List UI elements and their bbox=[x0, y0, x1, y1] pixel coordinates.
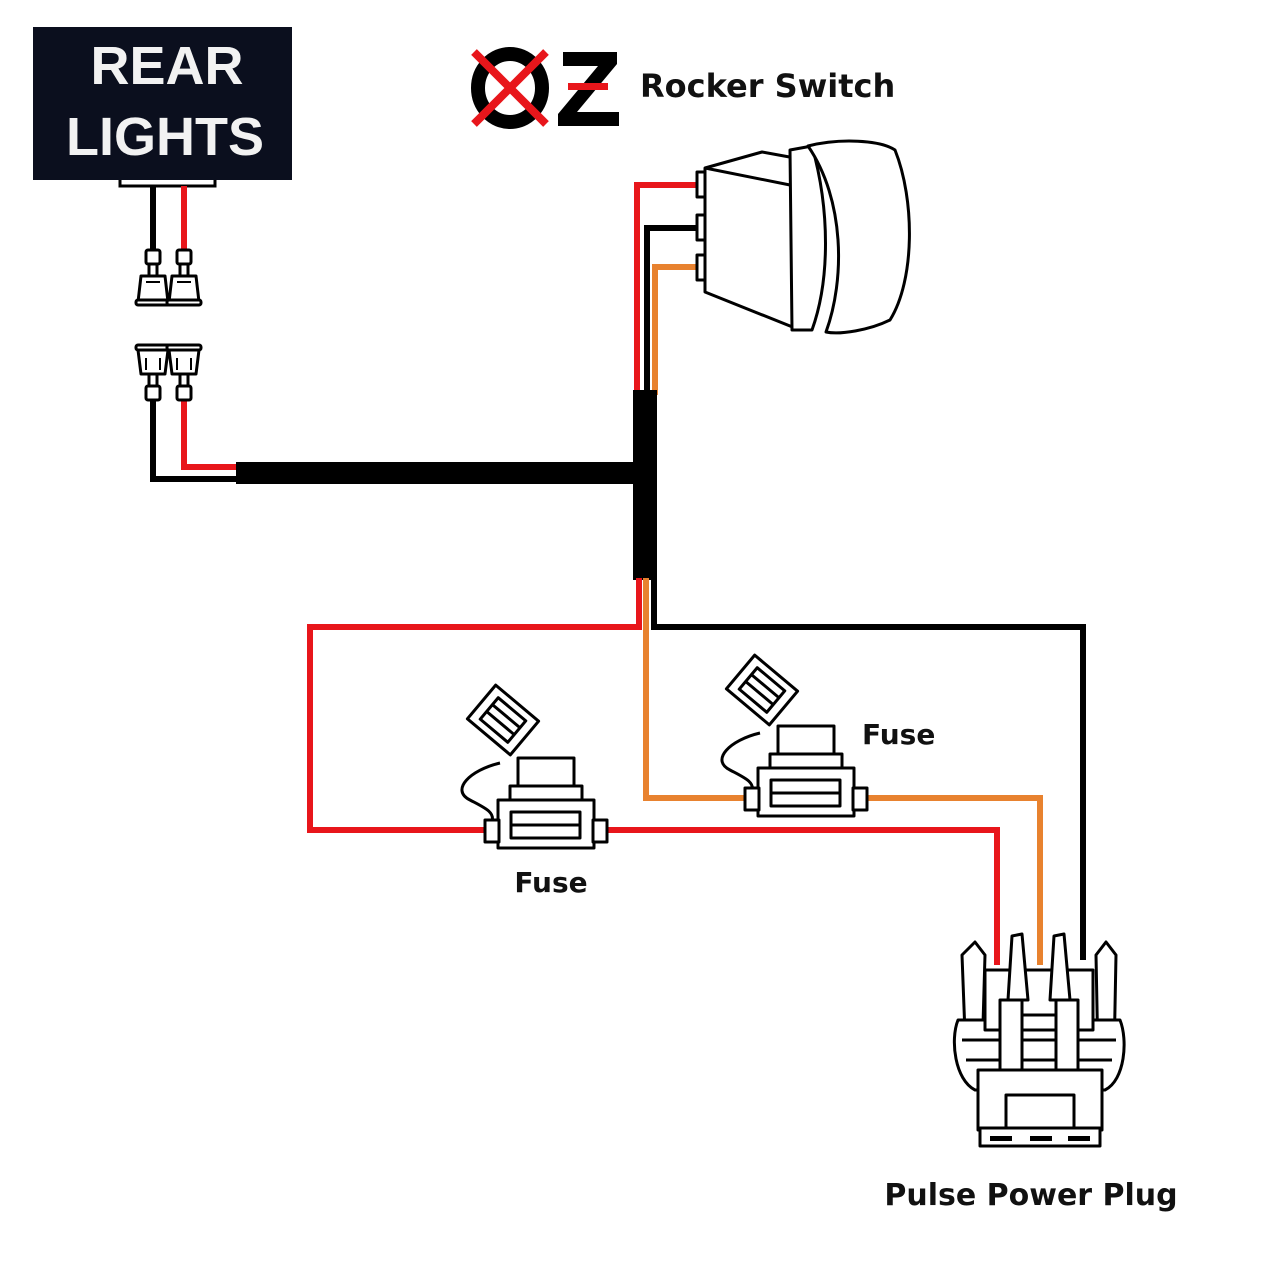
brand-logo bbox=[471, 47, 619, 129]
connector-pair-female bbox=[134, 343, 203, 402]
wire-red-lights bbox=[181, 400, 240, 470]
logo-o-icon bbox=[471, 47, 549, 129]
fuse-cap-left bbox=[465, 683, 541, 757]
fuse-tether-right bbox=[720, 731, 761, 793]
wire-orange-to-plug bbox=[862, 795, 1043, 965]
logo-z-bar bbox=[568, 83, 608, 90]
badge-line-2: LIGHTS bbox=[66, 107, 264, 167]
plug-terminal-2 bbox=[1048, 932, 1072, 1002]
wire-red-switch bbox=[634, 182, 697, 395]
wire-red-to-plug bbox=[605, 827, 1000, 965]
wire-red-to-fuse bbox=[307, 578, 642, 833]
connector-male-red bbox=[165, 248, 203, 307]
plug-label: Pulse Power Plug bbox=[884, 1178, 1177, 1213]
wire-orange-switch bbox=[652, 264, 697, 395]
wire-orange-to-fuse bbox=[643, 578, 748, 801]
badge-line-1: REAR bbox=[90, 36, 243, 96]
fuse-top-right bbox=[776, 724, 836, 756]
connector-pair-male bbox=[134, 248, 203, 307]
fuse-top-left bbox=[516, 756, 576, 788]
rear-lights-badge: REAR LIGHTS bbox=[33, 27, 292, 188]
switch-bezel bbox=[788, 144, 827, 332]
harness-loom-horizontal bbox=[236, 462, 646, 484]
fuse-tether-left bbox=[460, 761, 501, 823]
connector-female-black bbox=[134, 343, 172, 402]
fuse-right-label: Fuse bbox=[862, 718, 935, 751]
badge-background bbox=[33, 27, 292, 180]
switch-rocker bbox=[806, 139, 911, 335]
wire-black-lights bbox=[150, 400, 240, 482]
harness-loom-vertical bbox=[633, 390, 657, 580]
connector-male-black bbox=[134, 248, 172, 307]
diagram-title: Rocker Switch bbox=[640, 67, 895, 105]
fuse-cap-right bbox=[724, 653, 800, 727]
badge-mount-clip bbox=[118, 180, 217, 188]
rocker-switch bbox=[695, 139, 911, 335]
fuse-holder-left bbox=[460, 683, 609, 850]
wires bbox=[150, 182, 1086, 965]
plug-terminal-1 bbox=[1006, 932, 1030, 1002]
logo-x-stroke-2 bbox=[471, 49, 549, 127]
connector-female-red bbox=[165, 343, 203, 402]
fuse-left-label: Fuse bbox=[514, 866, 587, 899]
wire-black-switch bbox=[644, 225, 697, 395]
pulse-power-plug bbox=[952, 932, 1126, 1148]
fuse-holder-right bbox=[720, 653, 869, 818]
wire-black-to-plug bbox=[651, 578, 1086, 960]
